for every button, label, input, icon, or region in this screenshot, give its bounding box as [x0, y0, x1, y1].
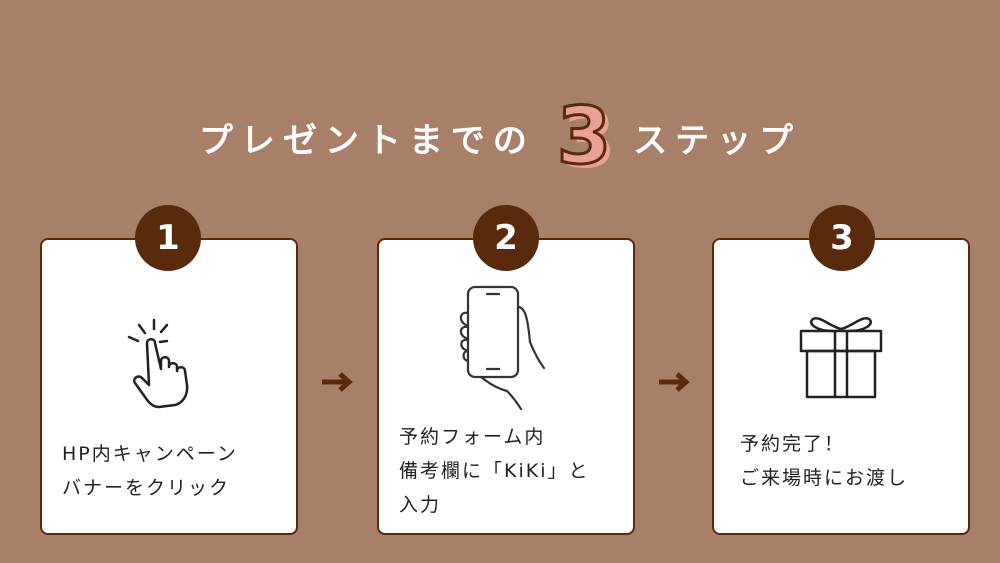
text-line: 備考欄に「KiKi」と: [399, 460, 590, 482]
title-after: ステップ: [633, 120, 802, 161]
text-line: 予約フォーム内: [399, 426, 546, 448]
arrow-right-icon: [322, 372, 353, 392]
text-line: バナーをクリック: [62, 477, 231, 499]
step-number-2: 2: [473, 205, 539, 271]
arrow-right-icon: [659, 372, 690, 392]
text-line: HP内キャンペーン: [62, 443, 238, 465]
step-number-1: 1: [135, 205, 201, 271]
step-card-1: HP内キャンペーン バナーをクリック: [40, 238, 298, 535]
title-number: 3: [555, 92, 612, 182]
step-card-3: 予約完了！ ご来場時にお渡し: [712, 238, 970, 535]
text-line: 入力: [399, 494, 442, 516]
step-1-text: HP内キャンペーン バナーをクリック: [62, 437, 286, 505]
step-number-3: 3: [809, 205, 875, 271]
gift-box-icon: [799, 316, 883, 399]
step-2-text: 予約フォーム内 備考欄に「KiKi」と 入力: [399, 420, 623, 522]
step-3-text: 予約完了！ ご来場時にお渡し: [740, 427, 958, 495]
hand-holding-phone-icon: [459, 285, 546, 410]
title-before: プレゼントまでの: [198, 120, 535, 161]
page-title: プレゼントまでの 3 ステップ: [0, 92, 1000, 182]
text-line: ご来場時にお渡し: [740, 467, 909, 489]
pointer-hand-click-icon: [127, 318, 189, 409]
step-card-2: 予約フォーム内 備考欄に「KiKi」と 入力: [377, 238, 635, 535]
text-line: 予約完了！: [740, 433, 846, 455]
